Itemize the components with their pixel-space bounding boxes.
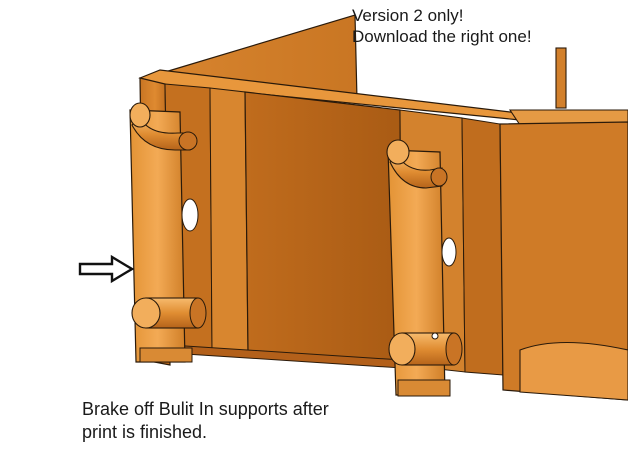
version-warning-note: Version 2 only! Download the right one!: [352, 5, 532, 48]
left-upper-peg: [129, 102, 198, 151]
version-warning-line-2: Download the right one!: [352, 27, 532, 47]
version-warning-line-1: Version 2 only!: [352, 6, 464, 25]
right-upper-peg: [386, 139, 448, 189]
support-removal-line-1: Brake off Bulit In supports after: [82, 399, 329, 419]
right-lower-peg: [388, 332, 463, 366]
right-post: [555, 47, 567, 109]
right-arrow-outline-icon: [78, 254, 134, 284]
main-body: [139, 77, 628, 401]
left-lower-peg: [131, 297, 207, 329]
support-removal-line-2: print is finished.: [82, 421, 208, 442]
support-removal-note: Brake off Bulit In supports after print …: [82, 398, 329, 443]
